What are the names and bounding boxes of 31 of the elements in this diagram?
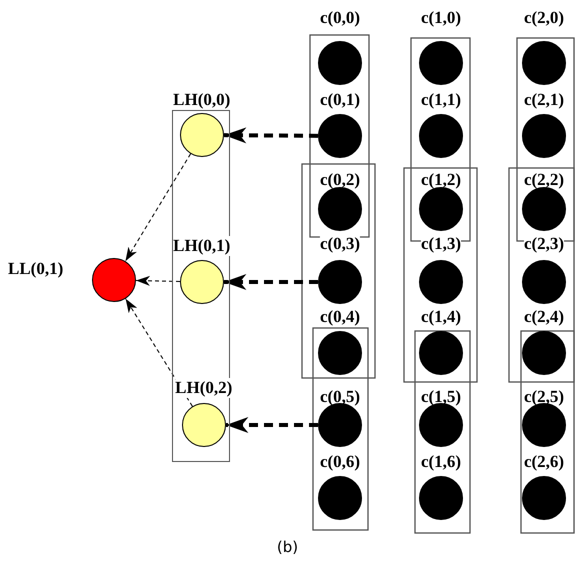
node-label: c(1,2) [420,170,462,190]
node-label: c(2,0) [524,8,564,28]
node-label: c(0,2) [320,170,360,190]
node-label: c(1,3) [420,234,462,254]
node-label: c(1,6) [420,452,462,472]
node-label: c(0,0) [320,8,360,28]
node-label: LH(0,2) [175,378,232,398]
node-label: c(2,4) [524,307,564,327]
node-label: c(0,3) [320,234,360,254]
arrow [124,153,192,262]
node-label: c(1,4) [420,307,462,327]
node-label: c(0,5) [320,387,360,407]
node-label: c(2,2) [524,170,564,190]
node-label: c(1,5) [420,387,462,407]
node-label: c(2,1) [524,90,564,110]
node-label: c(0,6) [320,452,360,472]
node-label: c(1,1) [420,90,462,110]
arrow [224,274,318,290]
node-label: c(1,0) [420,8,462,28]
arrow [136,276,180,286]
node-label: c(0,4) [320,307,360,327]
arrow [125,298,193,407]
arrow [226,417,318,433]
node-label: c(2,3) [524,234,564,254]
node-label: LL(0,1) [8,259,64,279]
node-label: c(0,1) [320,90,360,110]
caption: (b) [276,538,298,556]
node-label: c(2,5) [524,387,564,407]
node-label: LH(0,1) [173,236,230,256]
arrow [224,127,318,144]
node-label: c(2,6) [524,452,564,472]
